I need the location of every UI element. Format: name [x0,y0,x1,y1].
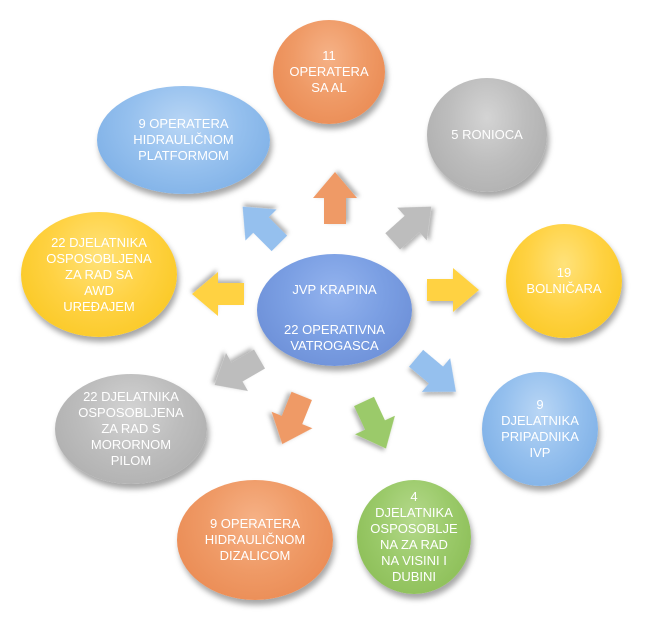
node-crane: 9 OPERATERA HIDRAULIČNOM DIZALICOM [177,480,333,600]
arrow-to-ivp [409,349,456,392]
arrow-to-operators-al [313,172,357,224]
arrow-to-divers [385,206,432,250]
node-height-depth: 4 DJELATNIKA OSPOSOBLJE NA ZA RAD NA VIS… [357,480,471,594]
arrow-to-chainsaw [214,349,266,392]
arrow-to-awd [192,272,244,316]
arrow-to-height-depth [354,396,395,449]
node-divers-text: 5 RONIOCA [451,127,523,142]
node-crane-text: 9 OPERATERA HIDRAULIČNOM DIZALICOM [204,516,306,563]
center-node: JVP KRAPINA 22 OPERATIVNA VATROGASCA [257,254,412,366]
node-ivp: 9 DJELATNIKA PRIPADNIKA IVP [482,372,598,486]
arrow-to-medics [427,268,479,312]
node-medics: 19 BOLNIČARA [506,224,622,338]
node-ivp-text: 9 DJELATNIKA PRIPADNIKA IVP [501,397,579,460]
node-medics-text: 19 BOLNIČARA [526,265,602,296]
center-title: JVP KRAPINA [292,282,377,297]
node-chainsaw-text: 22 DJELATNIKA OSPOSOBLJENA ZA RAD S MORO… [78,389,184,468]
node-awd-text: 22 DJELATNIKA OSPOSOBLJENA ZA RAD SA AWD… [46,234,152,314]
node-divers: 5 RONIOCA [427,78,547,192]
arrow-to-platform [242,206,288,252]
node-platform: 9 OPERATERA HIDRAULIČNOM PLATFORMOM [97,86,270,194]
node-chainsaw: 22 DJELATNIKA OSPOSOBLJENA ZA RAD S MORO… [55,374,207,484]
node-operators-al: 11 OPERATERA SA AL [273,20,385,124]
node-awd: 22 DJELATNIKA OSPOSOBLJENA ZA RAD SA AWD… [21,212,177,337]
arrow-to-crane [271,391,313,445]
node-operators-al-text: 11 OPERATERA SA AL [289,48,369,95]
center-subtitle: 22 OPERATIVNA VATROGASCA [284,322,385,353]
node-height-depth-text: 4 DJELATNIKA OSPOSOBLJE NA ZA RAD NA VIS… [370,489,458,584]
node-platform-text: 9 OPERATERA HIDRAULIČNOM PLATFORMOM [133,116,234,163]
